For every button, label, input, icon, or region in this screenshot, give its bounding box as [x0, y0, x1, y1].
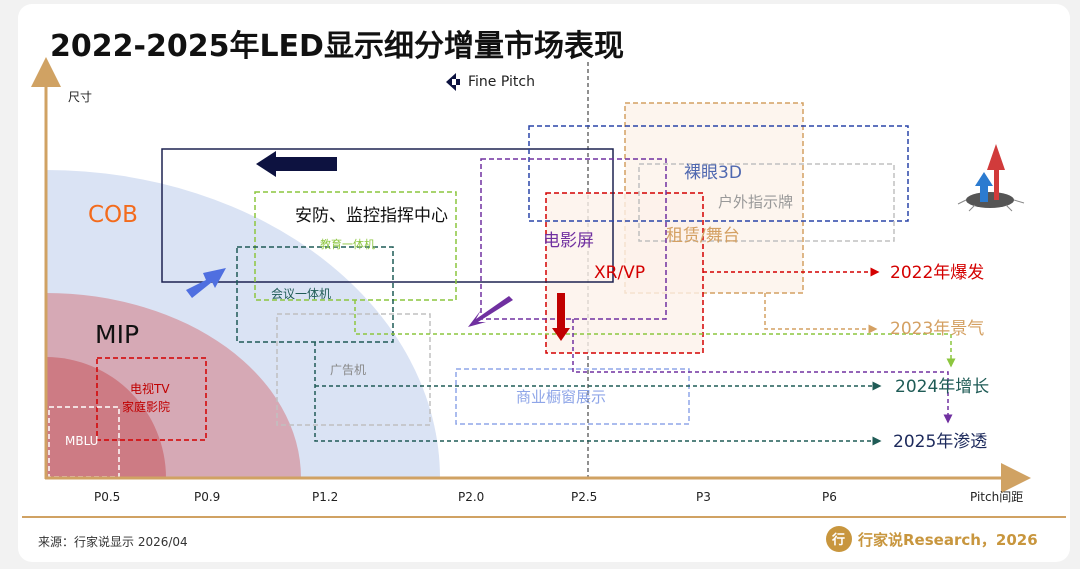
xrvp-box: [545, 192, 704, 354]
naked-eye-3d-label: 裸眼3D: [684, 163, 742, 183]
source-text: 来源：行家说显示 2026/04: [38, 534, 188, 549]
legend-2022: 2022年爆发: [890, 263, 984, 283]
home-theater-label: 家庭影院: [122, 399, 170, 414]
advertising-box: [276, 313, 431, 426]
fine-pitch-label: Fine Pitch: [468, 74, 535, 90]
connector-2023: [764, 293, 878, 334]
legend-2025: 2025年渗透: [893, 432, 987, 452]
fine-pitch-arrow-icon: [446, 73, 460, 91]
cinema-label: 电影屏: [543, 231, 594, 251]
x-tick: P6: [822, 490, 837, 504]
page-title: 2022-2025年LED显示细分增量市场表现: [50, 29, 624, 64]
mblu-zone: [46, 357, 166, 478]
advertising-label: 广告机: [330, 363, 366, 377]
left-arrow-icon: [256, 151, 337, 177]
meeting-label: 会议一体机: [271, 287, 331, 301]
xrvp-label: XR/VP: [594, 263, 645, 283]
security-label: 安防、监控指挥中心: [295, 206, 448, 226]
connector-education: [354, 300, 956, 368]
tv-box: [96, 357, 207, 441]
x-tick: P2.5: [571, 490, 597, 504]
connector-cinema: [572, 319, 953, 424]
legend-2023: 2023年景气: [890, 319, 984, 339]
outdoor-sign-box: [638, 163, 895, 242]
up-right-arrow-icon: [186, 268, 226, 298]
x-tick: P3: [696, 490, 711, 504]
x-axis-label: Pitch间距: [970, 490, 1023, 504]
logo-text: 行: [831, 532, 845, 548]
y-axis-label: 尺寸: [68, 90, 92, 104]
x-tick: P2.0: [458, 490, 484, 504]
outdoor-sign-label: 户外指示牌: [718, 193, 793, 211]
growth-arrows-icon: [957, 144, 1025, 212]
mip-label: MIP: [95, 320, 139, 349]
down-arrow-icon: [552, 293, 570, 341]
legend-2024: 2024年增长: [895, 377, 989, 397]
down-left-arrow-icon: [468, 296, 513, 327]
education-label: 教育一体机: [320, 237, 375, 251]
tv-label: 电视TV: [130, 381, 170, 396]
x-tick: P0.9: [194, 490, 220, 504]
cinema-box: [480, 158, 667, 320]
connector-2025: [314, 342, 882, 446]
naked-eye-3d-box: [528, 125, 909, 222]
x-tick: P1.2: [312, 490, 338, 504]
security-box: [161, 148, 614, 283]
brand-logo: 行: [826, 526, 852, 552]
shop-window-label: 商业橱窗展示: [516, 388, 606, 406]
cob-label: COB: [88, 202, 138, 228]
x-tick: P0.5: [94, 490, 120, 504]
mblu-label: MBLU: [65, 434, 98, 448]
rental-stage-label: 租赁/舞台: [666, 226, 740, 246]
mblu-box: [48, 406, 120, 478]
brand-text: 行家说Research，2026: [857, 531, 1038, 549]
